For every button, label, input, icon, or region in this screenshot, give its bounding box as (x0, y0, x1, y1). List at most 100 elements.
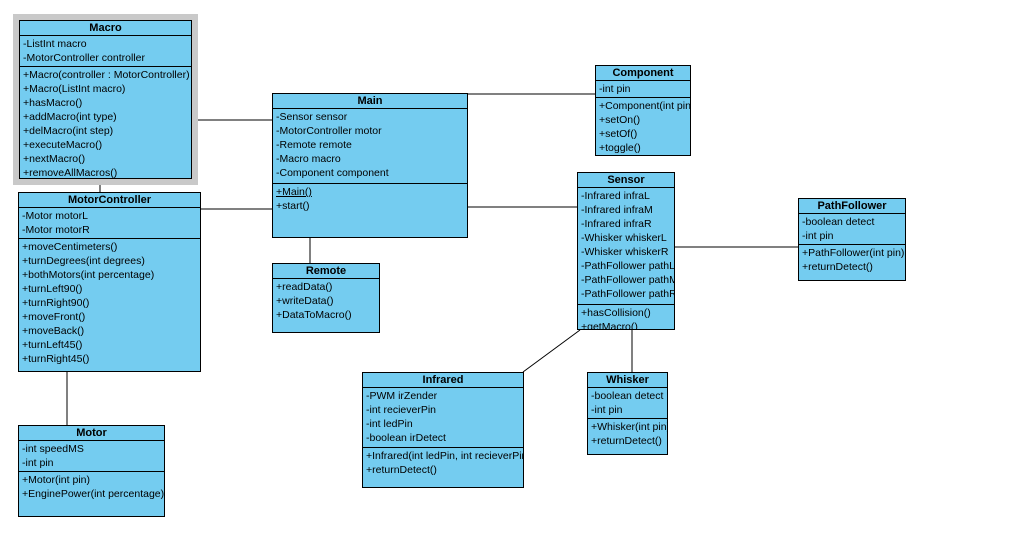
attribute-row: -int speedMS (22, 443, 84, 455)
attribute-row: -PWM irZender (366, 390, 438, 402)
method-row: +DataToMacro() (276, 309, 352, 321)
attribute-row: -Remote remote (276, 139, 352, 151)
attributes-compartment: -boolean detect -int pin (799, 214, 905, 245)
method-row: +turnLeft90() (22, 283, 83, 295)
method-row: +setOf() (599, 128, 638, 140)
methods-compartment: +moveCentimeters() +turnDegrees(int degr… (19, 239, 200, 371)
class-box-whisker[interactable]: Whisker -boolean detect -int pin +Whiske… (587, 372, 668, 455)
attribute-row: -Whisker whiskerR (581, 246, 669, 258)
methods-compartment: +Macro(controller : MotorController) +Ma… (20, 67, 191, 178)
method-row: +addMacro(int type) (23, 111, 117, 123)
attribute-row: -Infrared infraR (581, 218, 652, 230)
method-row: +moveCentimeters() (22, 241, 118, 253)
attribute-row: -Component component (276, 167, 389, 179)
class-box-motorcontroller[interactable]: MotorController -Motor motorL -Motor mot… (18, 192, 201, 372)
attribute-row: -int pin (802, 230, 834, 242)
method-row: +returnDetect() (802, 261, 873, 273)
class-title: Main (273, 94, 467, 109)
method-row: +executeMacro() (23, 139, 103, 151)
methods-compartment: +Motor(int pin) +EnginePower(int percent… (19, 472, 164, 516)
methods-compartment: +readData() +writeData() +DataToMacro() (273, 279, 379, 332)
methods-compartment: +PathFollower(int pin) +returnDetect() (799, 245, 905, 280)
method-row: +Main() (276, 186, 312, 198)
method-row: +turnDegrees(int degrees) (22, 255, 145, 267)
method-row: +Component(int pin) (599, 100, 690, 112)
class-box-component[interactable]: Component -int pin +Component(int pin) +… (595, 65, 691, 156)
class-title: Motor (19, 426, 164, 441)
connector-sensor-infrared[interactable] (522, 329, 581, 373)
class-box-motor[interactable]: Motor -int speedMS -int pin +Motor(int p… (18, 425, 165, 517)
attributes-compartment: -int speedMS -int pin (19, 441, 164, 472)
method-row: +turnRight45() (22, 353, 90, 365)
method-row: +turnLeft45() (22, 339, 83, 351)
method-row: +setOn() (599, 114, 641, 126)
method-row: +turnRight90() (22, 297, 90, 309)
class-box-main[interactable]: Main -Sensor sensor -MotorController mot… (272, 93, 468, 238)
method-row: +delMacro(int step) (23, 125, 114, 137)
class-title: Remote (273, 264, 379, 279)
attributes-compartment: -boolean detect -int pin (588, 388, 667, 419)
attributes-compartment: -PWM irZender -int recieverPin -int ledP… (363, 388, 523, 448)
attributes-compartment: -Motor motorL -Motor motorR (19, 208, 200, 239)
attribute-row: -int pin (22, 457, 54, 469)
attributes-compartment: -int pin (596, 81, 690, 98)
method-row: +getMacro() (581, 321, 638, 329)
class-box-pathfollower[interactable]: PathFollower -boolean detect -int pin +P… (798, 198, 906, 281)
method-row: +hasMacro() (23, 97, 83, 109)
attribute-row: -int recieverPin (366, 404, 437, 416)
methods-compartment: +Main() +start() (273, 184, 467, 237)
class-title: Component (596, 66, 690, 81)
class-box-remote[interactable]: Remote +readData() +writeData() +DataToM… (272, 263, 380, 333)
class-title: PathFollower (799, 199, 905, 214)
attribute-row: -Motor motorL (22, 210, 88, 222)
class-title: MotorController (19, 193, 200, 208)
method-row: +EnginePower(int percentage) (22, 488, 164, 500)
attribute-row: -Motor motorR (22, 224, 90, 236)
class-title: Infrared (363, 373, 523, 388)
class-title: Macro (20, 21, 191, 36)
attribute-row: -Macro macro (276, 153, 341, 165)
method-row: +writeData() (276, 295, 334, 307)
attribute-row: -Infrared infraM (581, 204, 653, 216)
attribute-row: -boolean detect (591, 390, 664, 402)
attribute-row: -PathFollower pathM (581, 274, 674, 286)
attribute-row: -boolean irDetect (366, 432, 446, 444)
attribute-row: -int pin (599, 83, 631, 95)
attribute-row: -MotorController controller (23, 52, 145, 64)
method-row: +moveBack() (22, 325, 85, 337)
methods-compartment: +Whisker(int pin) +returnDetect() (588, 419, 667, 454)
attribute-row: -Whisker whiskerL (581, 232, 667, 244)
method-row: +toggle() (599, 142, 641, 154)
class-box-macro[interactable]: Macro -ListInt macro -MotorController co… (19, 20, 192, 179)
method-row: +returnDetect() (591, 435, 662, 447)
methods-compartment: +hasCollision() +getMacro() (578, 305, 674, 329)
methods-compartment: +Component(int pin) +setOn() +setOf() +t… (596, 98, 690, 155)
attribute-row: -int ledPin (366, 418, 413, 430)
method-row: +moveFront() (22, 311, 86, 323)
attribute-row: -Sensor sensor (276, 111, 348, 123)
method-row: +bothMotors(int percentage) (22, 269, 155, 281)
class-title: Sensor (578, 173, 674, 188)
method-row: +Macro(ListInt macro) (23, 83, 126, 95)
methods-compartment: +Infrared(int ledPin, int recieverPin) +… (363, 448, 523, 487)
attributes-compartment: -Infrared infraL -Infrared infraM -Infra… (578, 188, 674, 305)
method-row: +Whisker(int pin) (591, 421, 667, 433)
attributes-compartment: -ListInt macro -MotorController controll… (20, 36, 191, 67)
method-row: +removeAllMacros() (23, 167, 118, 178)
attribute-row: -MotorController motor (276, 125, 382, 137)
method-row: +Infrared(int ledPin, int recieverPin) (366, 450, 523, 462)
attribute-row: -PathFollower pathL (581, 260, 674, 272)
attributes-compartment: -Sensor sensor -MotorController motor -R… (273, 109, 467, 184)
method-row: +start() (276, 200, 310, 212)
method-row: +Motor(int pin) (22, 474, 90, 486)
class-box-infrared[interactable]: Infrared -PWM irZender -int recieverPin … (362, 372, 524, 488)
method-row: +Macro(controller : MotorController) (23, 69, 190, 81)
method-row: +returnDetect() (366, 464, 437, 476)
attribute-row: -ListInt macro (23, 38, 87, 50)
class-box-sensor[interactable]: Sensor -Infrared infraL -Infrared infraM… (577, 172, 675, 330)
method-row: +hasCollision() (581, 307, 651, 319)
method-row: +PathFollower(int pin) (802, 247, 905, 259)
method-row: +readData() (276, 281, 333, 293)
